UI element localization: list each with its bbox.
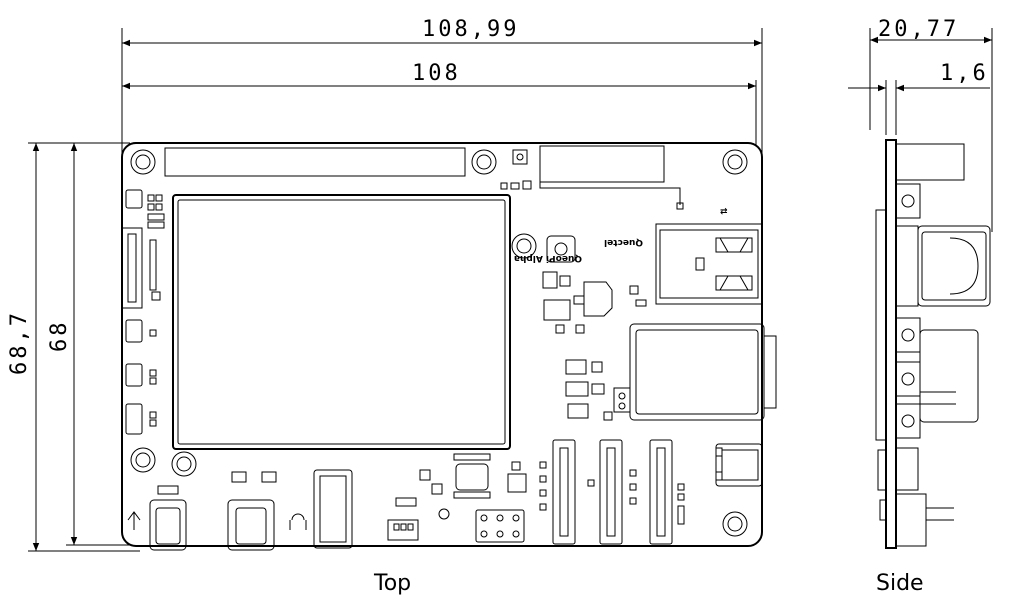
side-pcb	[885, 139, 897, 549]
usb-ss-icon: ⇄	[720, 207, 728, 217]
brand-silkscreen: Quectel	[604, 237, 643, 247]
side-hdmi	[895, 447, 919, 491]
side-usb-a	[917, 225, 991, 307]
pmic	[455, 463, 489, 491]
mounting-hole	[130, 149, 748, 537]
power-icon	[127, 511, 141, 530]
usb-c-data	[227, 499, 275, 551]
side-button-2	[895, 317, 921, 353]
left-connectors	[121, 189, 165, 435]
usb-a-port	[655, 223, 763, 305]
height-dimensions: 68,7 68	[7, 142, 140, 552]
fan-connector	[387, 519, 419, 541]
total-height-label: 68,7	[7, 310, 32, 375]
led	[438, 508, 450, 520]
side-ethernet	[919, 329, 979, 423]
board-width-label: 108	[412, 61, 461, 86]
sd-card-slot	[313, 469, 353, 549]
top-view-board: QueoPi Alpha Quectel ⇄	[121, 142, 777, 551]
bottom-connectors	[127, 453, 527, 551]
hdmi-port	[715, 443, 763, 487]
headphone-icon	[289, 513, 307, 530]
rf-connector	[546, 235, 576, 263]
side-view-board	[875, 139, 991, 549]
inductor	[583, 281, 613, 317]
product-name-silkscreen: QueoPi Alpha	[514, 253, 582, 263]
side-thickness-label: 20,77	[878, 17, 959, 42]
side-button	[895, 183, 921, 219]
display-connector	[121, 227, 143, 309]
button-3	[125, 363, 143, 387]
antenna-trace	[539, 182, 681, 205]
side-antenna	[895, 143, 965, 181]
ethernet-port	[629, 323, 777, 421]
board-height-label: 68	[47, 320, 72, 353]
top-view-caption: Top	[373, 571, 411, 596]
mipi-connectors	[539, 439, 685, 545]
gpio-header	[164, 147, 466, 177]
button-1	[125, 189, 143, 209]
center-components: QueoPi Alpha Quectel	[514, 235, 647, 421]
antenna-connector	[512, 149, 528, 165]
side-soc	[875, 209, 887, 441]
side-view-dimensions: 20,77 1,6	[848, 17, 993, 232]
usb-c-power	[149, 499, 187, 551]
antenna-keepout	[539, 145, 665, 183]
button-4	[125, 403, 143, 435]
total-width-label: 108,99	[422, 17, 519, 42]
pcb-outline	[121, 142, 763, 547]
pcb-thickness-label: 1,6	[940, 61, 989, 86]
pin-header-2x3	[475, 509, 525, 543]
soc-module	[172, 194, 511, 450]
side-view-caption: Side	[876, 571, 924, 596]
width-dimensions: 108,99 108	[121, 17, 763, 225]
button-2	[125, 319, 143, 343]
side-usb-c	[895, 493, 927, 547]
